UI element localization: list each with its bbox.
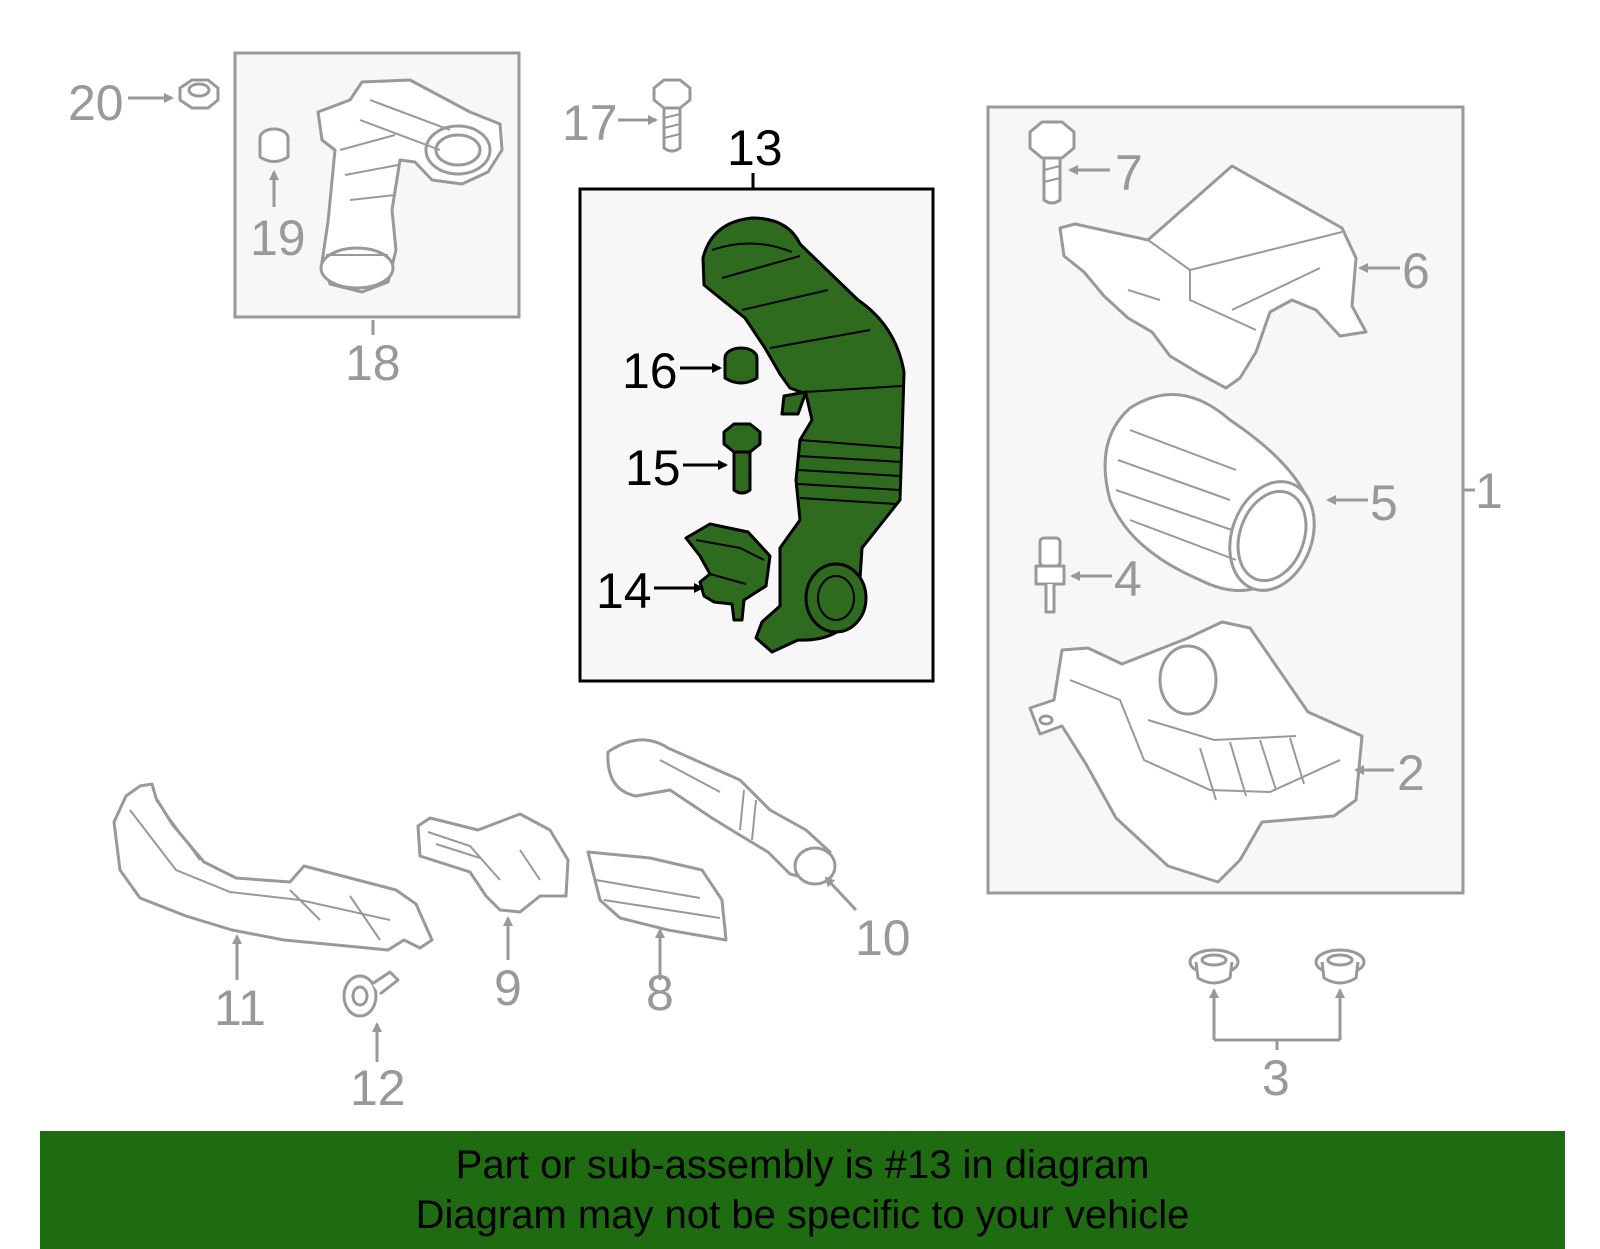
callout-13: 13 <box>727 120 783 176</box>
banner-background <box>40 1131 1565 1249</box>
box-13-assembly: 13 16 15 14 <box>578 120 935 683</box>
banner-line-2: Diagram may not be specific to your vehi… <box>415 1193 1190 1237</box>
callout-10: 10 <box>855 910 911 966</box>
callout-5: 5 <box>1370 475 1398 531</box>
nut-20[interactable] <box>178 78 220 110</box>
banner-line-1: Part or sub-assembly is #13 in diagram <box>455 1143 1150 1187</box>
bracket-14[interactable] <box>684 522 772 622</box>
bolt-15[interactable] <box>722 422 762 495</box>
callout-1: 1 <box>1475 463 1503 519</box>
info-banner: Part or sub-assembly is #13 in diagram D… <box>40 1131 1565 1249</box>
intake-hose-10[interactable] <box>606 738 837 886</box>
air-cleaner-body-2[interactable] <box>1028 620 1364 884</box>
sensor-4[interactable] <box>1034 536 1066 614</box>
callout-11: 11 <box>214 980 266 1036</box>
callout-7: 7 <box>1115 145 1143 201</box>
intake-resonator-part[interactable] <box>316 78 504 294</box>
callout-4: 4 <box>1114 551 1142 607</box>
callout-9: 9 <box>494 960 522 1016</box>
callout-15: 15 <box>625 440 681 496</box>
air-guide-11[interactable] <box>112 782 434 952</box>
air-filter-element-5[interactable] <box>1103 393 1329 603</box>
callout-6: 6 <box>1402 243 1430 299</box>
callout-12: 12 <box>350 1060 406 1116</box>
bolt-7[interactable] <box>1028 120 1076 205</box>
callout-17: 17 <box>562 95 618 151</box>
air-cleaner-cover-6[interactable] <box>1058 164 1368 390</box>
box-1-assembly: 1 7 6 5 4 <box>986 105 1503 895</box>
air-intake-duct-part[interactable] <box>701 216 906 654</box>
callout-8: 8 <box>646 965 674 1021</box>
box-18-assembly: 19 18 <box>233 51 521 391</box>
air-duct-9[interactable] <box>416 812 570 914</box>
callout-3: 3 <box>1262 1050 1290 1106</box>
air-deflector-8[interactable] <box>586 850 728 942</box>
push-pin-12[interactable] <box>342 970 400 1018</box>
callout-20: 20 <box>68 75 124 131</box>
grommet-19[interactable] <box>258 127 290 163</box>
callout-18: 18 <box>345 335 401 391</box>
callout-16: 16 <box>622 343 678 399</box>
callout-14: 14 <box>596 563 652 619</box>
callout-2: 2 <box>1397 745 1425 801</box>
grommet-16[interactable] <box>723 346 759 385</box>
bolt-17[interactable] <box>652 78 692 153</box>
callout-19: 19 <box>250 210 306 266</box>
grommet-3a[interactable] <box>1188 948 1240 985</box>
grommet-3b[interactable] <box>1314 948 1366 985</box>
